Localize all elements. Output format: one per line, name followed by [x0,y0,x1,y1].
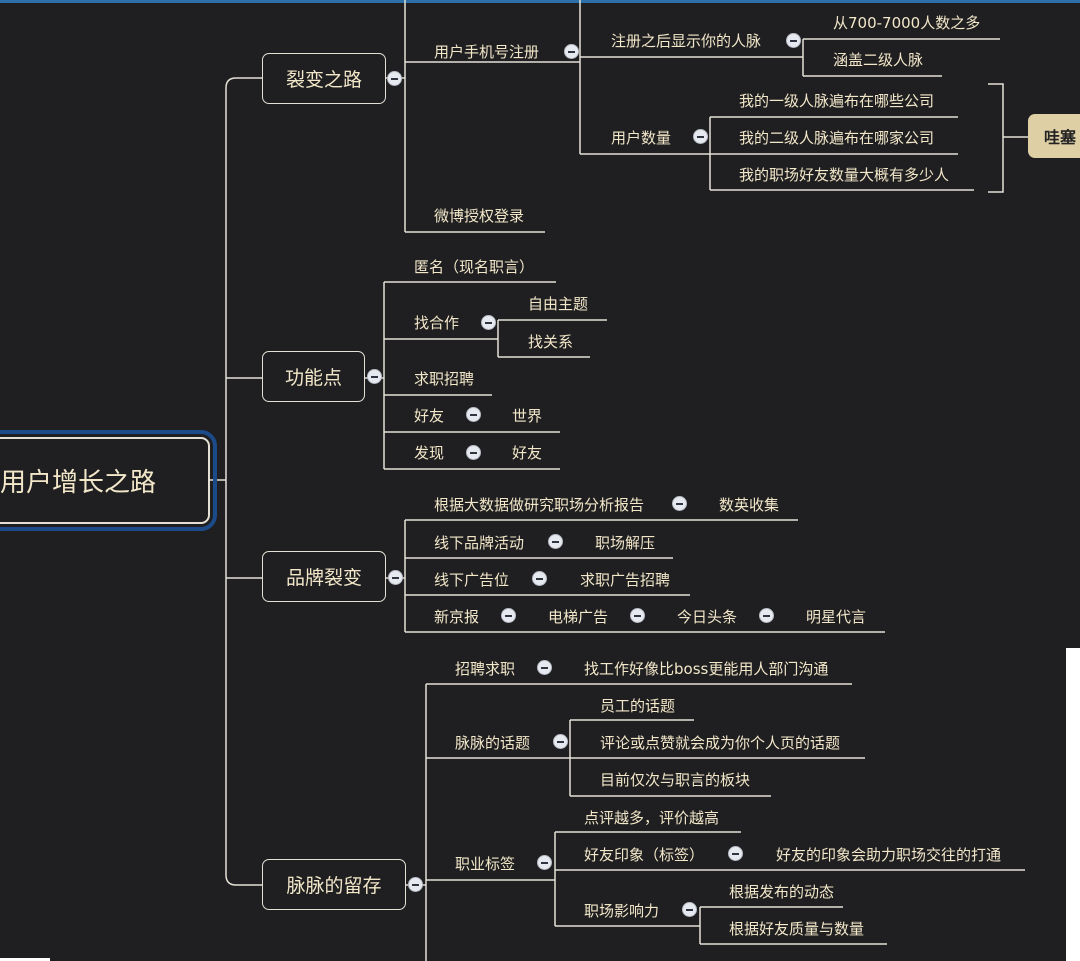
collapse-impression-icon[interactable] [728,846,743,861]
node-range[interactable]: 从700-7000人数之多 [833,14,981,32]
node-friend-quality[interactable]: 根据好友质量与数量 [729,920,865,938]
collapse-xinjingbao-icon[interactable] [501,608,516,623]
node-recruit[interactable]: 招聘求职 [455,660,516,678]
collapse-pinpai-icon[interactable] [388,570,403,585]
node-q3[interactable]: 我的职场好友数量大概有多少人 [739,166,950,184]
node-discover[interactable]: 发现 [414,444,445,462]
node-tag[interactable]: 职业标签 [455,855,516,873]
root-node[interactable]: 用户增长之路 [0,430,217,531]
branch-gongneng[interactable]: 功能点 [262,351,365,402]
root-label: 用户增长之路 [0,468,157,498]
collapse-liebian-icon[interactable] [387,71,402,86]
branch-liebian[interactable]: 裂变之路 [262,53,386,104]
collapse-offline-ad-icon[interactable] [532,571,547,586]
branch-liucun[interactable]: 脉脉的留存 [262,859,406,910]
collapse-tag-icon[interactable] [537,855,552,870]
collapse-user-count-icon[interactable] [693,129,708,144]
collapse-recruit-icon[interactable] [537,660,552,675]
collapse-liucun-icon[interactable] [408,877,423,892]
node-q2[interactable]: 我的二级人脉遍布在哪家公司 [739,129,935,147]
node-discover-friend[interactable]: 好友 [512,444,543,462]
collapse-gongneng-icon[interactable] [367,369,382,384]
side-panel-edge [1066,648,1080,961]
node-topic[interactable]: 脉脉的话题 [455,734,531,752]
node-board[interactable]: 目前仅次与职言的板块 [600,771,751,789]
node-report[interactable]: 根据大数据做研究职场分析报告 [434,496,645,514]
node-xinjingbao[interactable]: 新京报 [434,608,480,626]
node-boss[interactable]: 找工作好像比boss更能用人部门沟通 [584,660,829,678]
node-staff-topic[interactable]: 员工的话题 [600,697,676,715]
collapse-topic-icon[interactable] [553,734,568,749]
node-impression[interactable]: 好友印象（标签） [584,846,705,864]
branch-liucun-label: 脉脉的留存 [286,875,382,897]
node-offline-ad[interactable]: 线下广告位 [434,571,510,589]
collapse-offline-event-icon[interactable] [548,534,563,549]
top-accent-bar [0,0,1080,3]
node-comment-topic[interactable]: 评论或点赞就会成为你个人页的话题 [600,734,841,752]
collapse-influence-icon[interactable] [682,902,697,917]
node-star[interactable]: 明星代言 [806,608,867,626]
node-job[interactable]: 求职招聘 [414,370,475,388]
collapse-toutiao-icon[interactable] [759,608,774,623]
branch-gongneng-label: 功能点 [284,367,342,389]
node-impression-help[interactable]: 好友的印象会助力职场交往的打通 [776,846,1002,864]
collapse-show-network-icon[interactable] [786,33,801,48]
node-friend[interactable]: 好友 [414,407,445,425]
node-toutiao[interactable]: 今日头条 [677,608,738,626]
node-show-network[interactable]: 注册之后显示你的人脉 [611,32,762,50]
summary-tag-label: 哇塞 [1044,128,1077,147]
node-user-count[interactable]: 用户数量 [611,129,672,147]
branch-pinpai-label: 品牌裂变 [285,567,362,589]
node-anonymous[interactable]: 匿名（现名职言） [414,258,535,276]
branch-pinpai[interactable]: 品牌裂变 [262,551,386,602]
node-influence[interactable]: 职场影响力 [584,902,660,920]
node-elevator[interactable]: 电梯广告 [548,608,609,626]
node-free-topic[interactable]: 自由主题 [528,295,589,313]
branch-liebian-label: 裂变之路 [285,69,362,91]
node-world[interactable]: 世界 [512,407,543,425]
node-posts[interactable]: 根据发布的动态 [729,883,835,901]
node-job-ad[interactable]: 求职广告招聘 [580,571,671,589]
node-cooperate[interactable]: 找合作 [414,314,460,332]
node-offline-event[interactable]: 线下品牌活动 [434,534,525,552]
collapse-discover-icon[interactable] [466,445,481,460]
node-phone-register[interactable]: 用户手机号注册 [434,43,540,61]
node-data-collect[interactable]: 数英收集 [719,496,780,514]
bottom-edge-strip [0,958,50,961]
node-weibo-login[interactable]: 微博授权登录 [434,207,525,225]
node-q1[interactable]: 我的一级人脉遍布在哪些公司 [739,92,935,110]
node-find-relation[interactable]: 找关系 [528,333,574,351]
collapse-friend-icon[interactable] [466,407,481,422]
collapse-report-icon[interactable] [672,496,687,511]
node-second-level[interactable]: 涵盖二级人脉 [833,51,924,69]
summary-tag-wasai[interactable]: 哇塞 [1028,114,1080,158]
node-stress[interactable]: 职场解压 [595,534,656,552]
collapse-cooperate-icon[interactable] [481,315,496,330]
collapse-elevator-icon[interactable] [630,608,645,623]
collapse-phone-icon[interactable] [564,44,579,59]
node-more-comments[interactable]: 点评越多，评价越高 [584,809,720,827]
